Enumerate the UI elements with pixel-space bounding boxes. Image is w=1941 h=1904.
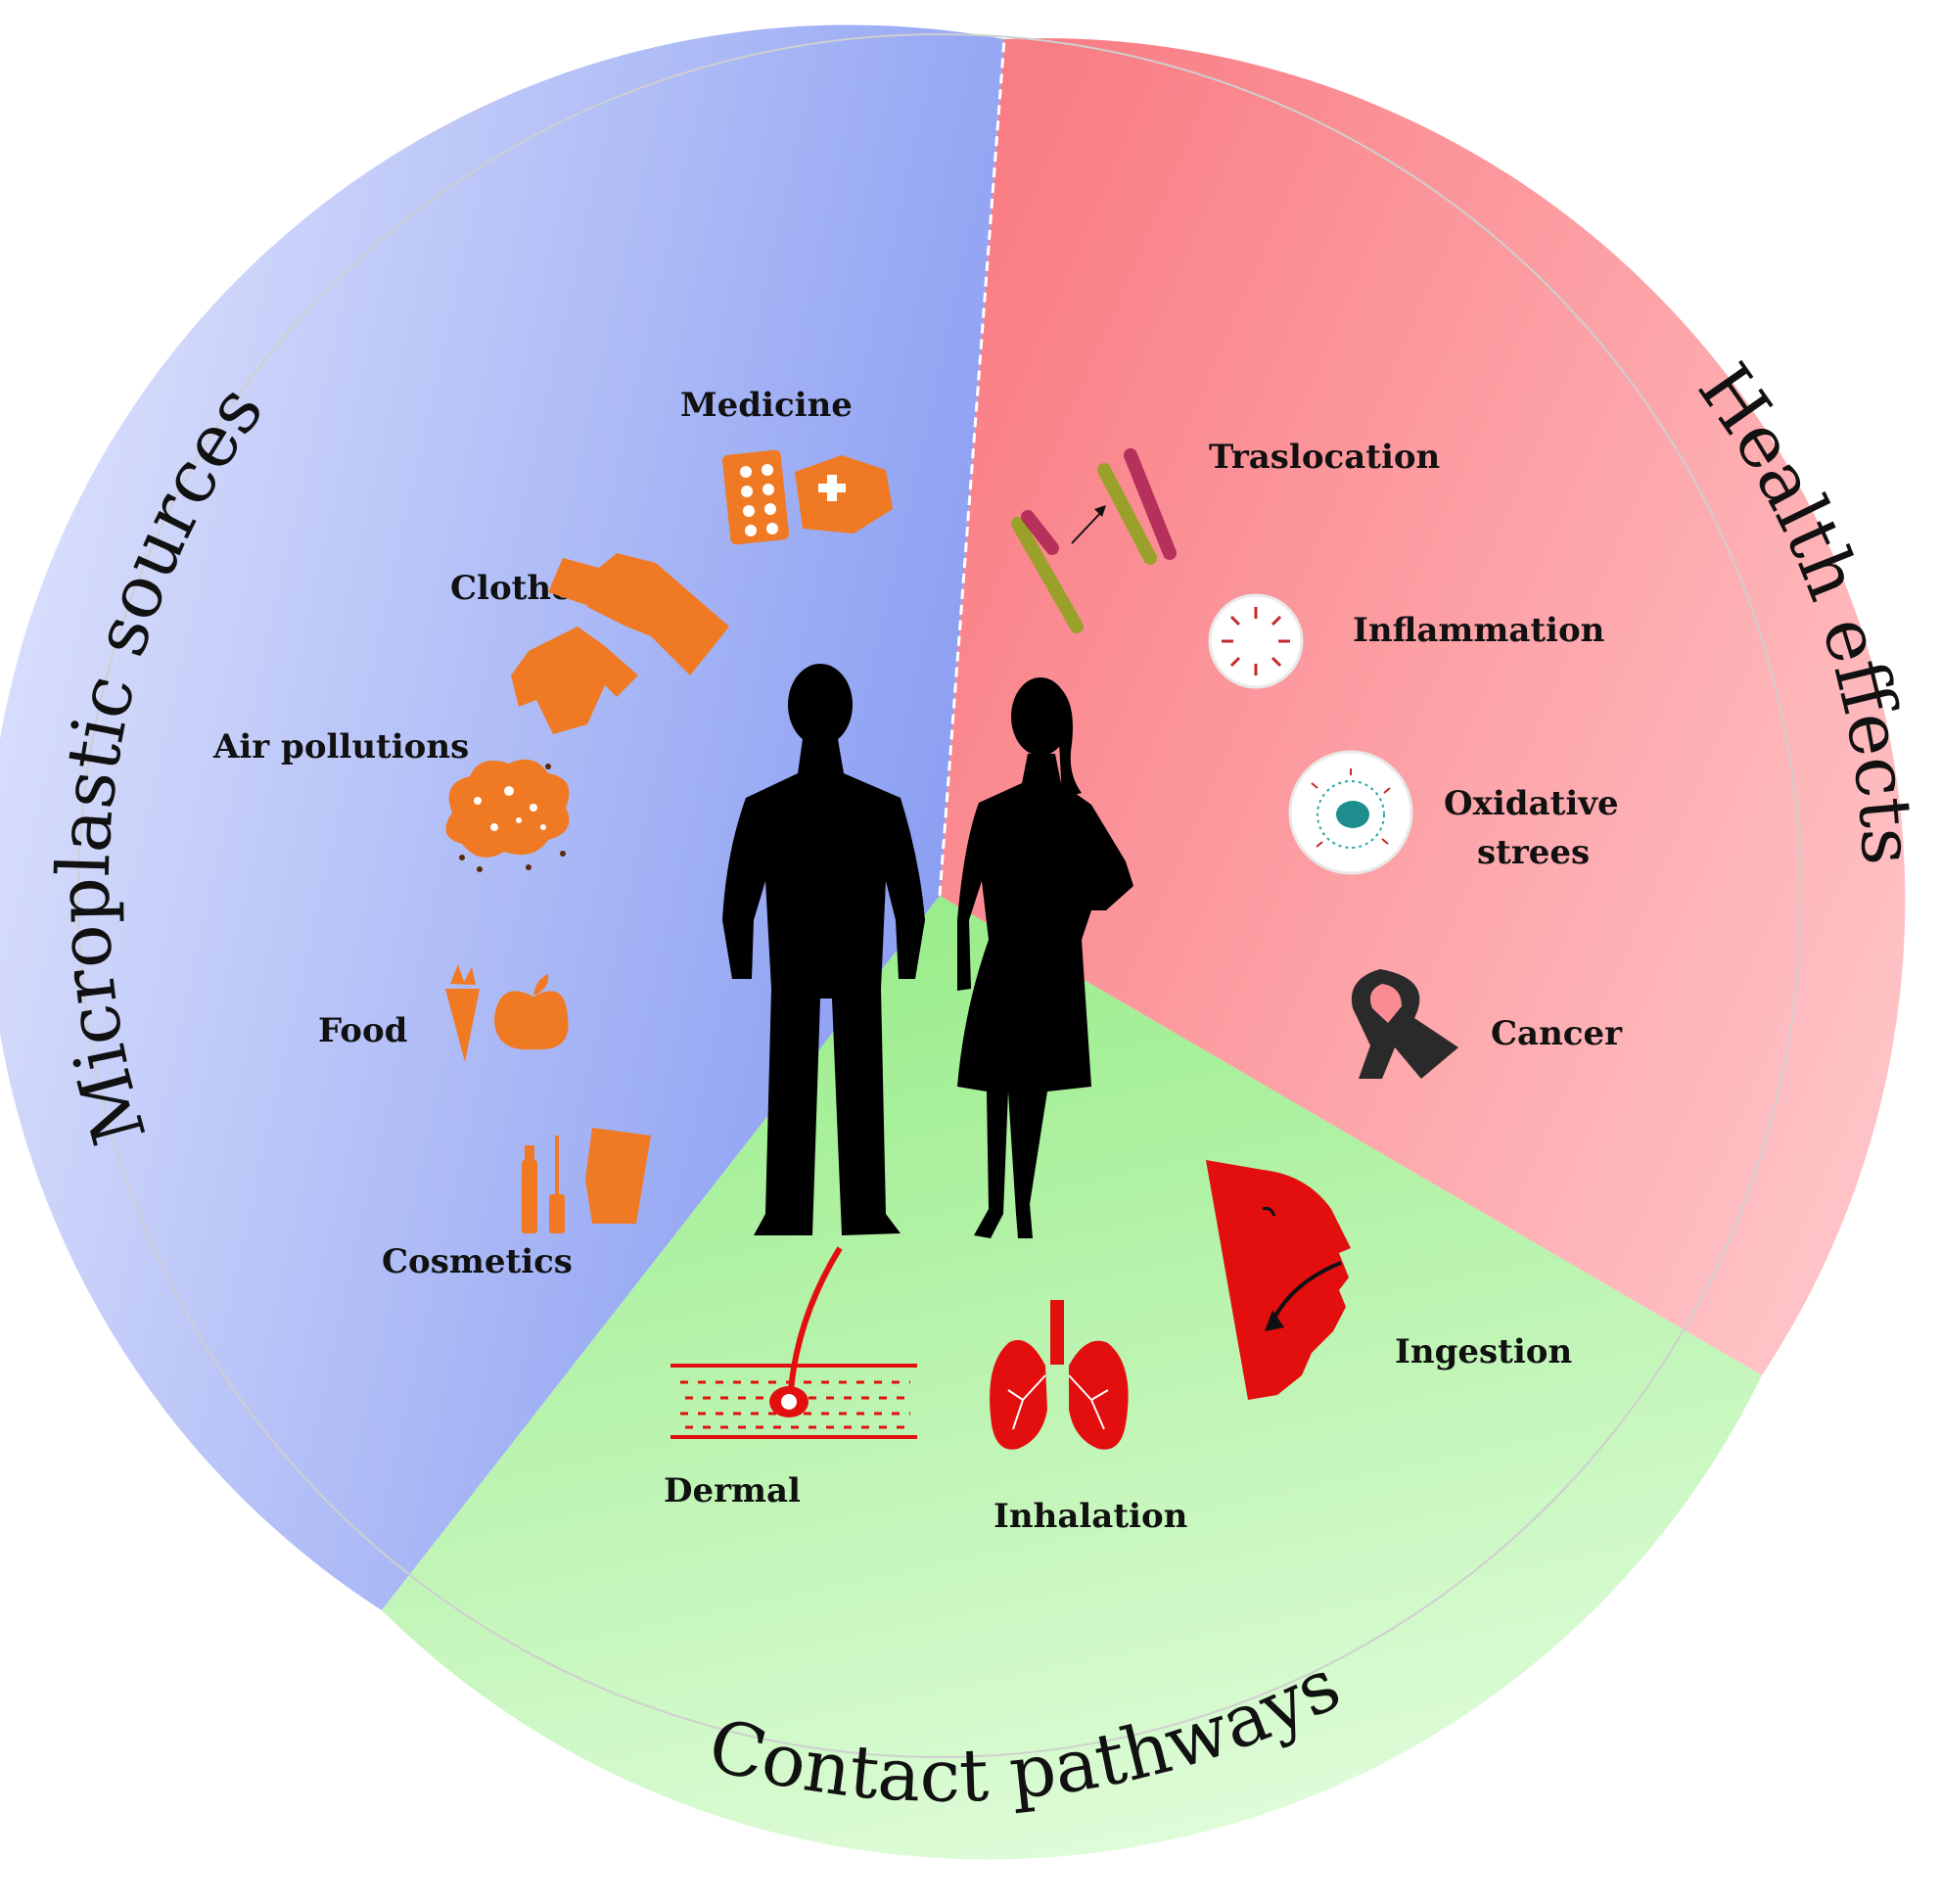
divider-top: [938, 38, 1006, 897]
face-ingestion-icon: [1206, 1160, 1351, 1400]
cancer-ribbon-icon: [1351, 969, 1458, 1079]
oxidative-label-line2: strees: [1477, 833, 1590, 872]
inhalation-label: Inhalation: [994, 1497, 1187, 1536]
oxidative-stress-icon: [1288, 750, 1413, 875]
first-aid-box-icon: [795, 455, 893, 534]
air-pollutions-label: Air pollutions: [212, 727, 469, 766]
cancer-label: Cancer: [1491, 1014, 1623, 1053]
carrot-icon: [445, 964, 480, 1062]
man-silhouette: [722, 664, 925, 1235]
food-label: Food: [318, 1011, 407, 1050]
pill-blister-icon: [721, 449, 790, 545]
pie-outline: [77, 33, 1802, 1758]
medicine-label: Medicine: [680, 386, 853, 425]
cosmetics-icon: [522, 1128, 651, 1233]
ingestion-label: Ingestion: [1395, 1332, 1572, 1371]
traslocation-label: Traslocation: [1209, 438, 1440, 477]
health-slice: [940, 38, 1906, 1375]
chromosome-translocation-icon: [1011, 448, 1177, 633]
smog-cloud-icon: [445, 759, 570, 872]
shirt-icon: [511, 627, 638, 734]
inflammation-icon: [1208, 593, 1304, 689]
cosmetics-label: Cosmetics: [382, 1242, 573, 1281]
lungs-icon: [990, 1300, 1129, 1450]
dermal-label: Dermal: [664, 1471, 801, 1510]
inflammation-label: Inflammation: [1353, 611, 1604, 650]
oxidative-label-line1: Oxidative: [1444, 784, 1619, 823]
pants-icon: [548, 553, 729, 675]
woman-silhouette: [957, 677, 1133, 1238]
apple-icon: [494, 974, 569, 1050]
skin-hair-follicle-icon: [670, 1246, 917, 1439]
